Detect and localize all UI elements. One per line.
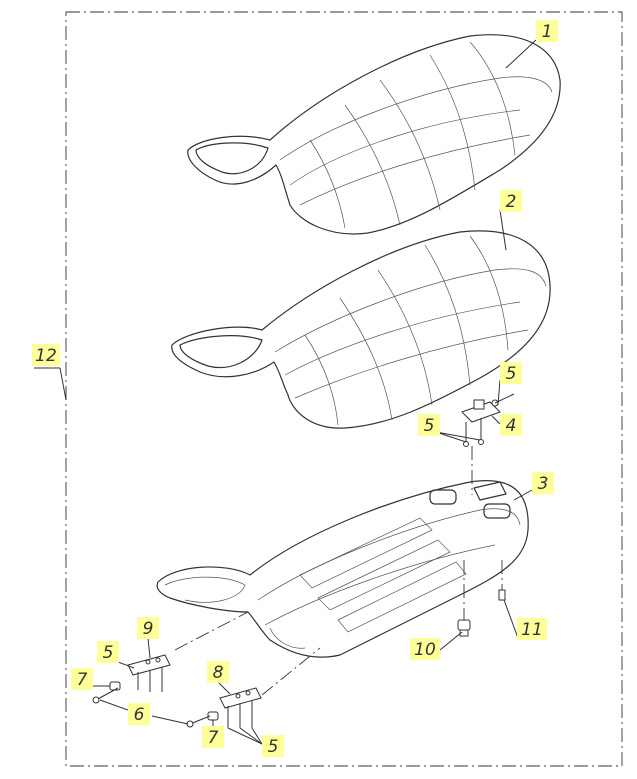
- svg-text:5: 5: [103, 643, 114, 663]
- svg-text:4: 4: [506, 416, 517, 436]
- callout-6: 6: [99, 699, 189, 725]
- svg-text:10: 10: [414, 640, 436, 660]
- callout-5b: 5: [418, 414, 481, 443]
- bumper-part-10: [457, 560, 471, 637]
- svg-text:12: 12: [35, 346, 57, 366]
- assembly-line-left: [174, 611, 249, 651]
- assembly-boundary: [65, 11, 623, 767]
- svg-text:7: 7: [77, 670, 88, 690]
- pin-part-7-left: [109, 681, 121, 691]
- seat-cover-part-1: [187, 34, 561, 235]
- callout-5c: 5: [97, 641, 135, 669]
- clip-part-11: [498, 560, 506, 601]
- assembly-line-right: [261, 647, 321, 696]
- bracket-part-4: [461, 393, 515, 423]
- hinge-part-8: [219, 687, 262, 728]
- svg-text:9: 9: [143, 619, 154, 639]
- svg-text:8: 8: [213, 663, 224, 683]
- callout-3: 3: [513, 472, 554, 501]
- callout-1: 1: [505, 20, 558, 69]
- callout-4: 4: [491, 414, 522, 436]
- seat-foam-part-2: [171, 230, 551, 429]
- svg-text:7: 7: [208, 728, 219, 748]
- seat-base-part-3: [156, 480, 529, 658]
- callout-12: 12: [32, 344, 67, 401]
- callout-10: 10: [410, 631, 463, 660]
- screws-part-5-upper: [463, 418, 484, 495]
- svg-text:6: 6: [134, 705, 145, 725]
- svg-text:2: 2: [506, 192, 517, 212]
- callout-5a: 5: [497, 362, 522, 406]
- callout-9: 9: [137, 617, 159, 659]
- callout-7-left: 7: [71, 668, 110, 690]
- callout-7-right: 7: [202, 720, 224, 748]
- svg-text:1: 1: [542, 22, 553, 42]
- bolt-part-6-right: [186, 715, 211, 728]
- svg-text:11: 11: [521, 620, 543, 640]
- svg-text:5: 5: [424, 416, 435, 436]
- hinge-part-9: [127, 654, 171, 692]
- svg-text:3: 3: [538, 474, 549, 494]
- svg-text:5: 5: [268, 737, 279, 757]
- callout-5d: 5: [227, 727, 284, 757]
- svg-text:5: 5: [506, 364, 517, 384]
- callout-8: 8: [207, 661, 231, 695]
- bolt-part-6-left: [92, 687, 119, 704]
- callout-11: 11: [503, 599, 547, 640]
- callout-2: 2: [499, 190, 522, 251]
